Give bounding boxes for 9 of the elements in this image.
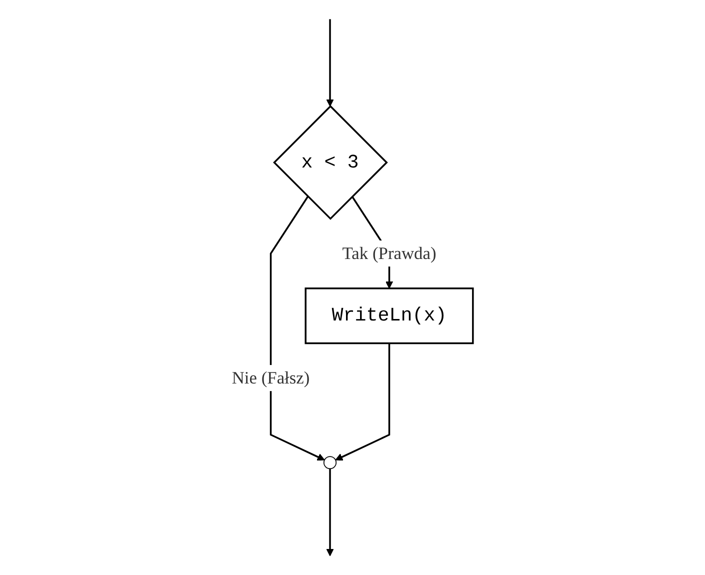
arrow <box>326 468 334 556</box>
process-box: WriteLn(x) <box>304 288 474 344</box>
edge-label: Tak (Prawda) <box>342 244 436 264</box>
arrow <box>270 196 325 461</box>
arrow <box>326 19 334 107</box>
junction-circle <box>324 456 337 470</box>
arrow <box>335 343 390 461</box>
edge-label: Nie (Fałsz) <box>232 368 310 388</box>
decision-diamond: x < 3 <box>273 105 388 220</box>
